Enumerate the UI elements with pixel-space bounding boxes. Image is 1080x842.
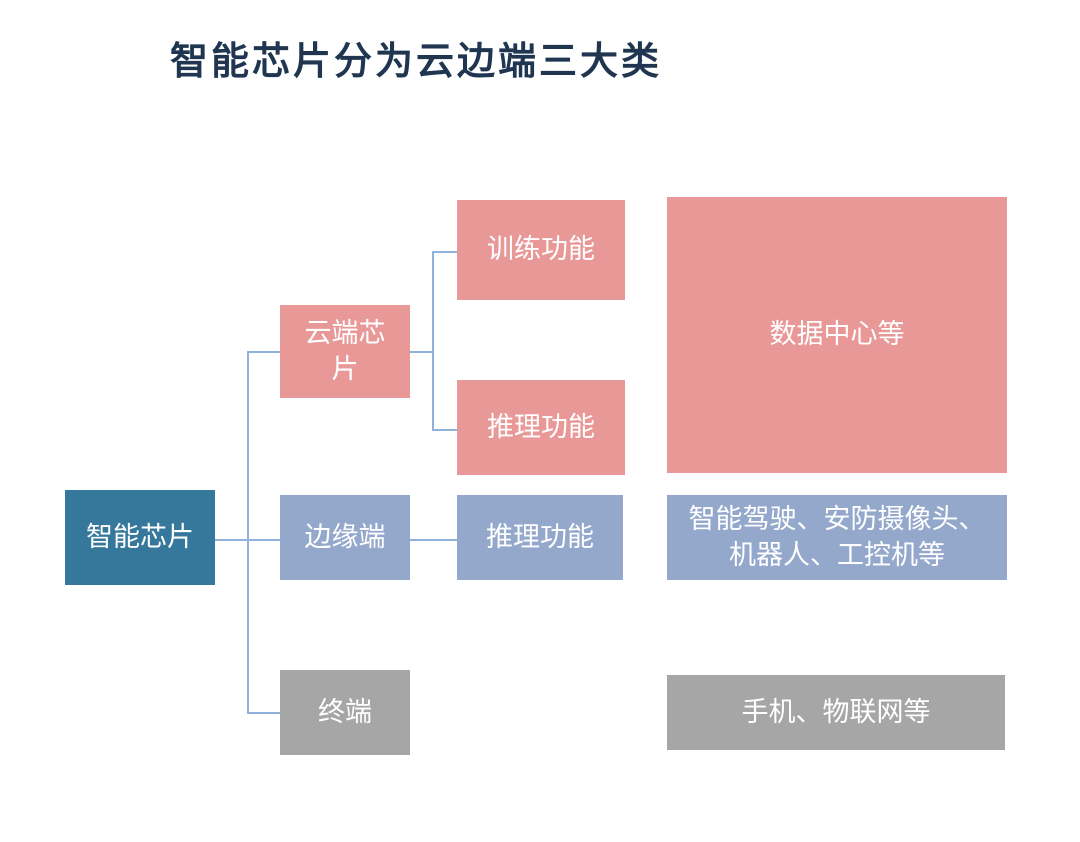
- diagram-title: 智能芯片分为云边端三大类: [170, 38, 663, 83]
- connector-to-cloud: [247, 351, 280, 353]
- app-terminal-devices: 手机、物联网等: [667, 675, 1005, 750]
- app-edge-devices: 智能驾驶、安防摄像头、机器人、工控机等: [667, 495, 1007, 580]
- connector-cloud-out: [410, 351, 434, 353]
- node-cloud-chip: 云端芯片: [280, 305, 410, 398]
- node-cloud-training: 训练功能: [457, 200, 625, 300]
- connector-to-terminal: [247, 712, 280, 714]
- connector-root-trunk: [215, 539, 248, 541]
- node-cloud-inference: 推理功能: [457, 380, 625, 475]
- connector-vertical-trunk: [247, 351, 249, 714]
- connector-to-edge: [247, 539, 280, 541]
- node-terminal: 终端: [280, 670, 410, 755]
- connector-edge-to-inference: [410, 539, 457, 541]
- connector-cloud-vertical: [432, 251, 434, 431]
- node-edge-inference: 推理功能: [457, 495, 623, 580]
- app-cloud-datacenter: 数据中心等: [667, 197, 1007, 473]
- root-node-smart-chip: 智能芯片: [65, 490, 215, 585]
- connector-to-training: [432, 251, 457, 253]
- connector-to-cloud-inference: [432, 429, 457, 431]
- node-edge: 边缘端: [280, 495, 410, 580]
